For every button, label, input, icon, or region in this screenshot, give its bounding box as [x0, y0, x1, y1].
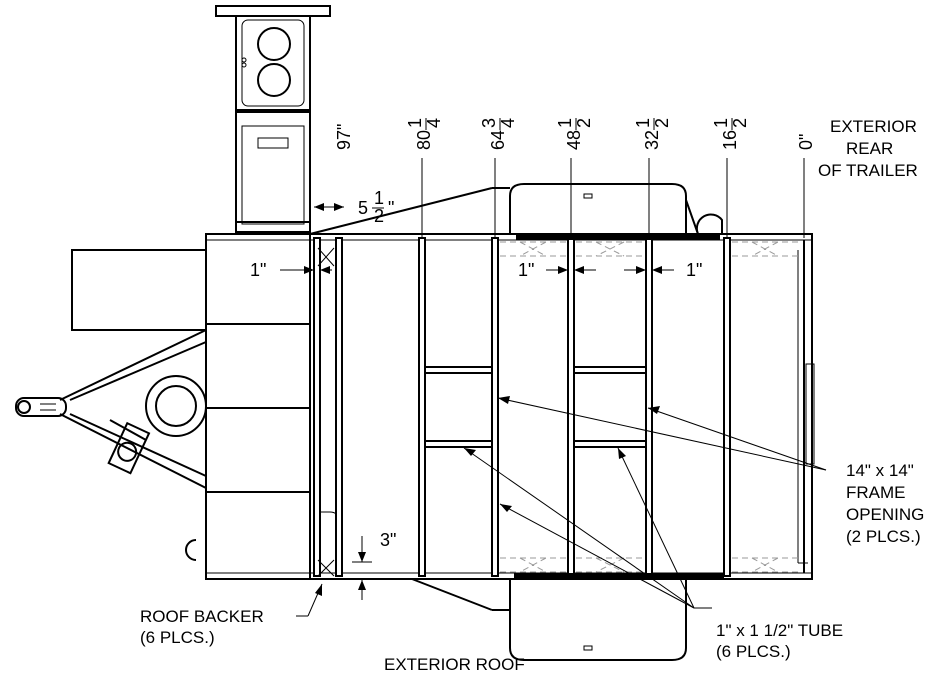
svg-text:OPENING: OPENING — [846, 505, 924, 524]
svg-text:2: 2 — [652, 118, 672, 128]
gap-5-half-dim: 5 1 2 " — [314, 188, 394, 226]
svg-text:ROOF BACKER: ROOF BACKER — [140, 607, 264, 626]
tongue-hitch — [15, 249, 207, 561]
frame-opening-leaders — [497, 396, 827, 471]
svg-text:(2 PLCS.): (2 PLCS.) — [846, 527, 921, 546]
svg-text:32: 32 — [642, 130, 662, 150]
svg-text:": " — [388, 198, 394, 218]
roof-bows — [313, 237, 731, 577]
dim-32-half: 32 1 2 — [633, 118, 672, 150]
roof-backer-label: ROOF BACKER (6 PLCS.) — [140, 607, 264, 647]
svg-text:1" x 1 1/2" TUBE: 1" x 1 1/2" TUBE — [716, 621, 843, 640]
svg-text:4: 4 — [498, 118, 518, 128]
svg-text:4: 4 — [424, 118, 444, 128]
svg-text:(6 PLCS.): (6 PLCS.) — [716, 642, 791, 661]
front-storage-section — [206, 234, 339, 579]
svg-text:3: 3 — [479, 118, 499, 128]
svg-text:48: 48 — [564, 130, 584, 150]
svg-text:REAR: REAR — [846, 139, 893, 158]
side-fenders — [309, 183, 724, 661]
svg-text:2: 2 — [574, 118, 594, 128]
dim-64-threequarter: 64 3 4 — [479, 118, 518, 150]
svg-text:1: 1 — [555, 118, 575, 128]
roof-backer-leader — [296, 583, 323, 617]
svg-text:16: 16 — [720, 130, 740, 150]
svg-text:(6 PLCS.): (6 PLCS.) — [140, 628, 215, 647]
tube-label: 1" x 1 1/2" TUBE (6 PLCS.) — [716, 621, 843, 661]
dim-0: 0" — [796, 134, 816, 150]
svg-text:80: 80 — [414, 130, 434, 150]
dim-80-quarter: 80 1 4 — [405, 118, 444, 150]
svg-text:FRAME: FRAME — [846, 483, 906, 502]
svg-text:OF TRAILER: OF TRAILER — [818, 161, 918, 180]
dimension-extension-lines — [309, 158, 805, 238]
dim-16-half: 16 1 2 — [711, 118, 750, 150]
dim-97: 97" — [334, 124, 354, 150]
frame-opening-label: 14" x 14" FRAME OPENING (2 PLCS.) — [846, 461, 924, 546]
frame-openings — [424, 366, 647, 448]
ac-unit — [215, 5, 331, 235]
svg-text:1": 1" — [686, 260, 702, 280]
svg-text:EXTERIOR: EXTERIOR — [830, 117, 917, 136]
one-inch-dim-mid-b: 1" — [624, 260, 702, 280]
roof-outline — [205, 233, 815, 580]
svg-text:2: 2 — [374, 206, 384, 226]
exterior-roof-label: EXTERIOR ROOF — [384, 655, 525, 674]
one-inch-dim-mid-a: 1" — [518, 260, 596, 280]
svg-text:3": 3" — [380, 530, 396, 550]
svg-text:1: 1 — [633, 118, 653, 128]
svg-text:64: 64 — [488, 130, 508, 150]
svg-text:2: 2 — [730, 118, 750, 128]
one-inch-dim-left: 1" — [250, 260, 332, 280]
svg-text:1: 1 — [405, 118, 425, 128]
tube-leaders — [463, 447, 712, 609]
svg-text:1": 1" — [518, 260, 534, 280]
three-inch-dim: 3" — [352, 530, 396, 600]
svg-text:1: 1 — [711, 118, 731, 128]
dim-48-half: 48 1 2 — [555, 118, 594, 150]
svg-text:14" x 14": 14" x 14" — [846, 461, 914, 480]
svg-text:1": 1" — [250, 260, 266, 280]
roof-backers — [317, 241, 798, 577]
svg-text:5: 5 — [358, 198, 368, 218]
svg-text:1: 1 — [374, 188, 384, 208]
exterior-rear-label: EXTERIOR REAR OF TRAILER — [818, 117, 918, 180]
